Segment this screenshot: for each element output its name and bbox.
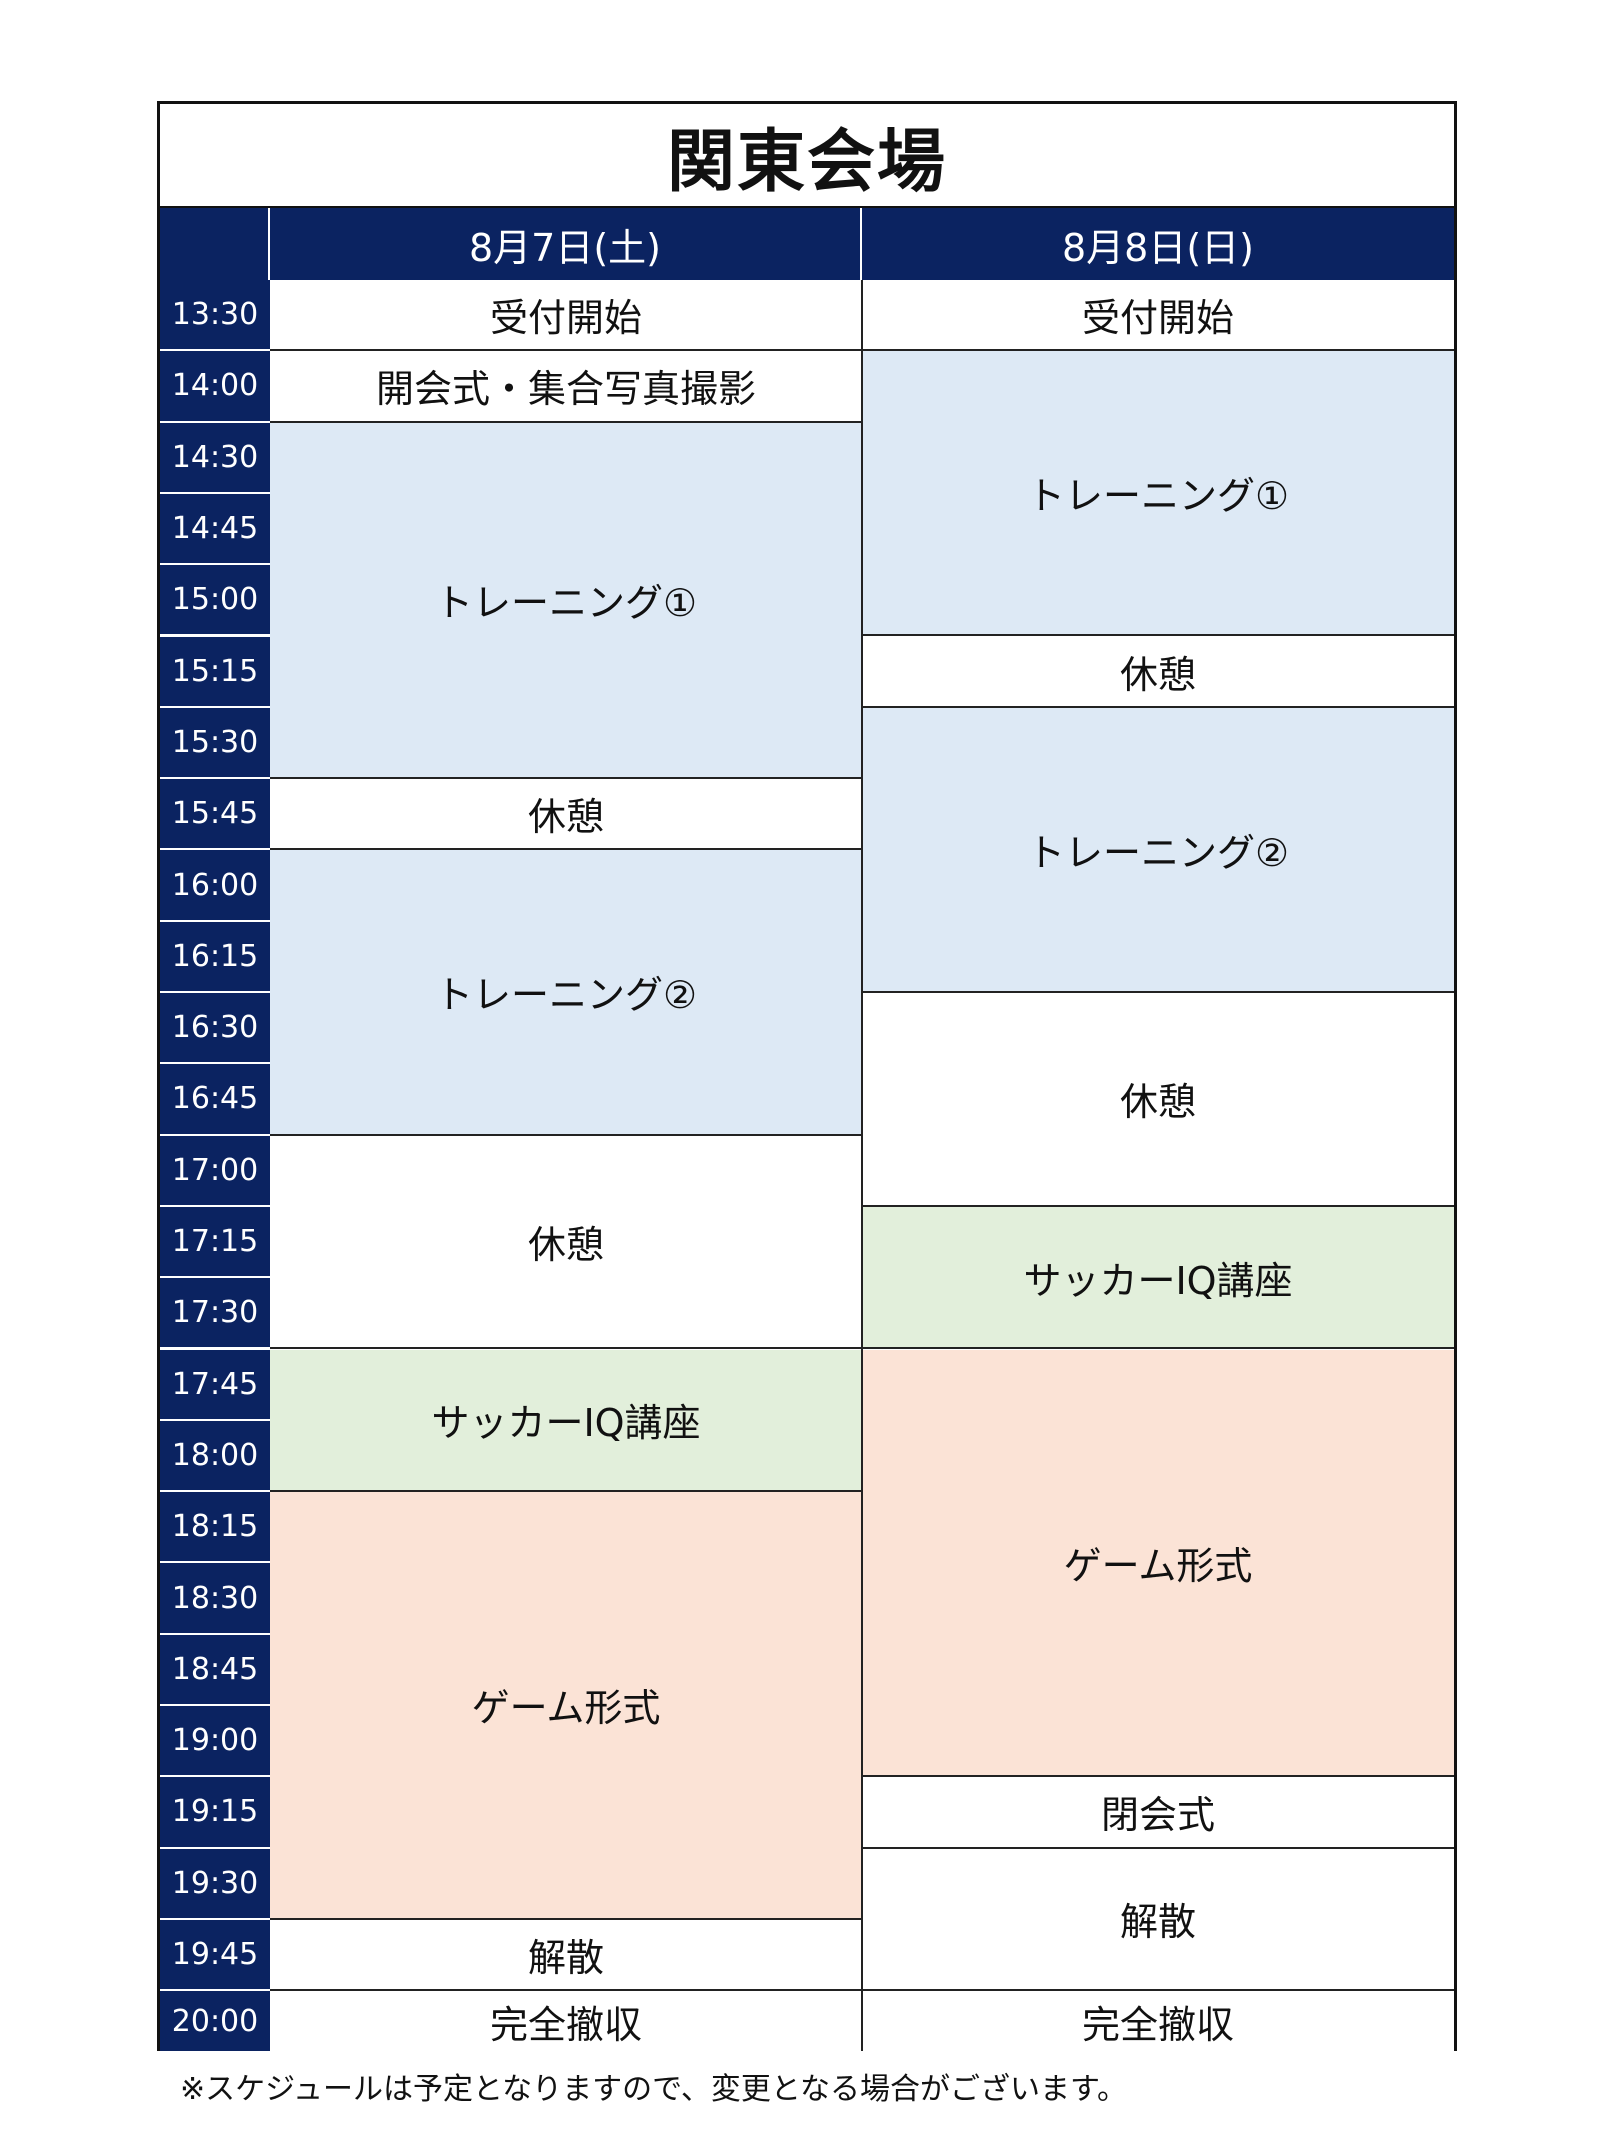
schedule-event: 休憩 <box>862 993 1454 1207</box>
time-slot-label: 15:15 <box>160 636 270 708</box>
time-slot-label: 16:15 <box>160 921 270 993</box>
time-slot-label: 19:00 <box>160 1706 270 1778</box>
schedule-event: 解散 <box>862 1848 1454 1992</box>
time-slot-label: 14:00 <box>160 351 270 423</box>
time-slot-label: 14:30 <box>160 422 270 494</box>
schedule-event: サッカーIQ講座 <box>270 1349 862 1493</box>
time-slot-label: 17:30 <box>160 1278 270 1350</box>
time-slot-label: 18:00 <box>160 1420 270 1493</box>
schedule-event: 完全撤収 <box>270 1991 862 2052</box>
time-slot-label: 17:45 <box>160 1349 270 1421</box>
time-slot-label: 18:30 <box>160 1563 270 1635</box>
schedule-event: 閉会式 <box>862 1777 1454 1849</box>
schedule-event: サッカーIQ講座 <box>862 1206 1454 1350</box>
time-slot-label: 13:30 <box>160 280 270 352</box>
time-header-corner <box>160 208 270 280</box>
time-slot-label: 18:45 <box>160 1634 270 1706</box>
time-slot-label: 14:45 <box>160 493 270 566</box>
schedule-event: ゲーム形式 <box>862 1349 1454 1778</box>
schedule-event: 休憩 <box>270 1135 862 1350</box>
time-slot-label: 16:00 <box>160 850 270 922</box>
schedule-event: 受付開始 <box>270 280 862 352</box>
time-slot-label: 15:45 <box>160 779 270 851</box>
schedule-event: 受付開始 <box>862 280 1454 352</box>
schedule-event: トレーニング① <box>270 422 862 780</box>
schedule-event: トレーニング① <box>862 351 1454 637</box>
schedule-event: 完全撤収 <box>862 1991 1454 2052</box>
time-slot-label: 15:00 <box>160 565 270 637</box>
day-header-1: 8月8日(日) <box>862 208 1454 280</box>
schedule-event: 開会式・集合写真撮影 <box>270 351 862 423</box>
time-slot-label: 16:30 <box>160 993 270 1065</box>
time-slot-label: 16:45 <box>160 1064 270 1136</box>
time-slot-label: 15:30 <box>160 707 270 780</box>
time-slot-label: 19:45 <box>160 1919 270 1992</box>
schedule-event: ゲーム形式 <box>270 1492 862 1920</box>
time-slot-label: 17:15 <box>160 1206 270 1279</box>
time-slot-label: 18:15 <box>160 1492 270 1564</box>
schedule-event: トレーニング② <box>270 850 862 1136</box>
schedule-event: 休憩 <box>270 779 862 851</box>
schedule-event: トレーニング② <box>862 707 1454 993</box>
time-slot-label: 19:15 <box>160 1777 270 1849</box>
schedule-note: ※スケジュールは予定となりますので、変更となる場合がございます。 <box>180 2072 1128 2107</box>
time-slot-label: 19:30 <box>160 1848 270 1920</box>
time-slot-label: 17:00 <box>160 1135 270 1207</box>
day-column-divider <box>861 280 863 2052</box>
venue-title: 関東会場 <box>160 104 1454 208</box>
schedule-event: 解散 <box>270 1919 862 1992</box>
schedule-event: 休憩 <box>862 636 1454 708</box>
day-header-0: 8月7日(土) <box>270 208 862 280</box>
time-slot-label: 20:00 <box>160 1991 270 2052</box>
